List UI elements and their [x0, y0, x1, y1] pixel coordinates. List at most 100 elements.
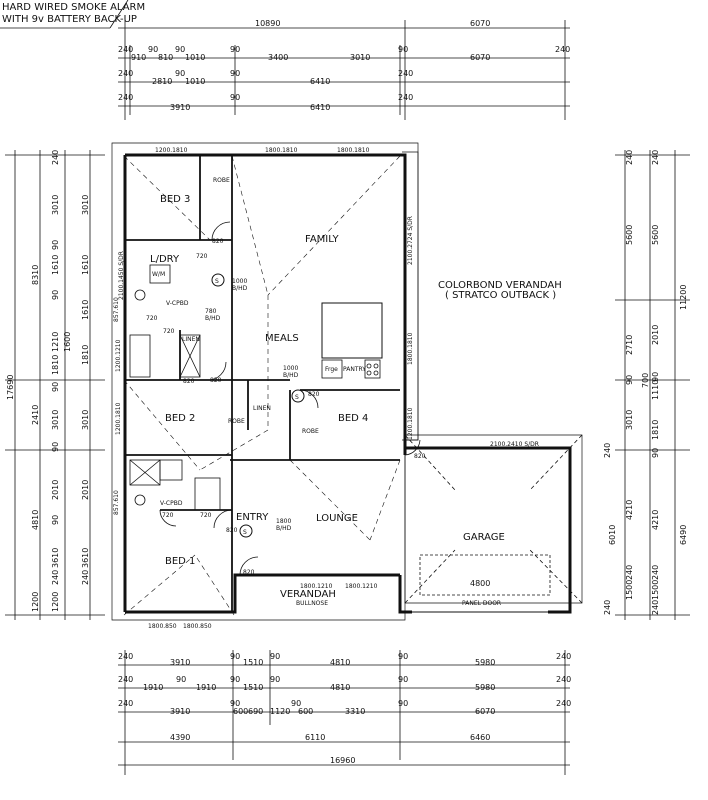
bottom-dim-r1: 90	[398, 652, 408, 661]
opening-1000-bhd: B/HD	[232, 285, 248, 292]
bottom-dim-r3: 3310	[345, 707, 365, 716]
bottom-dim-r3: 240	[118, 699, 133, 708]
left-dim-c3: 240	[51, 570, 60, 585]
left-dim-c4: 1810	[81, 345, 90, 365]
left-dim-c2: 8310	[31, 265, 40, 285]
right-dim-c2: 240	[651, 565, 660, 580]
robe-bed3: ROBE	[213, 177, 230, 184]
top-dim-r2: 90	[175, 69, 185, 78]
top-dim-r2: 240	[118, 69, 133, 78]
room-bed2: BED 2	[165, 413, 195, 424]
verandah-note-line2: ( STRATCO OUTBACK )	[445, 290, 556, 301]
right-dim-c1: 3010	[625, 410, 634, 430]
door-820-bed3: 820	[212, 238, 224, 245]
top-dim-r0-0: 10890	[255, 19, 280, 28]
bottom-dim-r4: 6110	[305, 733, 325, 742]
door-820-bed2: 820	[183, 378, 195, 385]
door-720-ens1: 720	[162, 512, 174, 519]
opening-1800-bhd: B/HD	[276, 525, 292, 532]
room-garage: GARAGE	[463, 532, 505, 543]
opening-780: 780	[205, 308, 217, 315]
bottom-dim-row-4: 4390 6110 6460	[170, 733, 490, 742]
bottom-dim-r3: 1120	[270, 707, 290, 716]
left-dim-c3: 2010	[51, 480, 60, 500]
right-dim-cx: 4210	[625, 500, 634, 520]
bottom-dim-r2: 1910	[143, 683, 163, 692]
verandah-note-line1: COLORBOND VERANDAH	[438, 280, 562, 291]
window-top-3: 1800.1810	[337, 147, 370, 154]
right-dim-c1: 2710	[625, 335, 634, 355]
door-820-garage: 820	[414, 453, 426, 460]
bullnose-label: BULLNOSE	[296, 600, 328, 607]
washing-machine-label: W/M	[152, 271, 165, 278]
top-dim-r2: 2810	[152, 77, 172, 86]
linen-1: LINEN	[182, 336, 200, 343]
bottom-dim-r3: 3910	[170, 707, 190, 716]
window-left-4: 857.610	[113, 490, 120, 515]
left-dim-c3: 1810	[51, 355, 60, 375]
left-dim-c4: 1610	[81, 255, 90, 275]
window-bed1-a: 1800.850	[148, 623, 177, 630]
bottom-dim-r4: 4390	[170, 733, 190, 742]
top-dim-r3: 6410	[310, 103, 330, 112]
right-dim-c2: 1110	[651, 380, 660, 400]
right-dim-col-3: 11200 6490	[679, 285, 688, 545]
bottom-dim-r1: 1510	[243, 658, 263, 667]
room-family: FAMILY	[305, 234, 339, 245]
door-720-ldry: 720	[196, 253, 208, 260]
bottom-dim-r3: 600	[233, 707, 248, 716]
right-dim-c2: 4210	[651, 510, 660, 530]
room-bed3: BED 3	[160, 194, 190, 205]
top-dim-r1: 1010	[185, 53, 205, 62]
top-dim-r2: 240	[398, 69, 413, 78]
left-dim-c4: 3010	[81, 195, 90, 215]
left-dim-c2: 2410	[31, 405, 40, 425]
window-left-1: 857.610	[113, 297, 120, 322]
right-dim-col-2: 240 5600 2010 90 1110 1810 90 4210 240 1…	[651, 150, 660, 615]
top-dim-r1: 240	[118, 45, 133, 54]
top-dim-r1: 810	[158, 53, 173, 62]
door-family: 2100.2724 S/DR	[407, 216, 414, 265]
right-dim-c2: 90	[651, 372, 660, 382]
top-dim-r3: 90	[230, 93, 240, 102]
bottom-dim-r2: 90	[270, 675, 280, 684]
bottom-dim-r1: 90	[230, 652, 240, 661]
right-dim-c3: 6490	[679, 525, 688, 545]
right-dim-c1: 240	[625, 150, 634, 165]
left-dim-c3: 90	[51, 240, 60, 250]
bottom-dim-r1: 90	[270, 652, 280, 661]
room-bed4: BED 4	[338, 413, 368, 424]
window-bed1-b: 1800.850	[183, 623, 212, 630]
top-dim-r1: 90	[230, 45, 240, 54]
right-dim-c1: 90	[625, 375, 634, 385]
left-dim-c3: 1200	[51, 592, 60, 612]
left-dim-c3: 90	[51, 290, 60, 300]
right-dim-c1: 240	[603, 443, 612, 458]
bottom-dim-r3: 240	[556, 699, 571, 708]
bottom-dim-r1: 240	[118, 652, 133, 661]
bottom-dim-total: 16960	[330, 756, 355, 765]
top-dim-r3: 240	[118, 93, 133, 102]
left-dim-c3: 90	[51, 382, 60, 392]
panel-door-label: PANEL DOOR	[462, 600, 501, 607]
bottom-dim-row-1: 240 3910 90 1510 90 4810 90 5980 240	[118, 652, 571, 667]
right-dim-col-1: 240 5600 2710 90 3010 240 6010 240 1500 …	[603, 150, 634, 615]
window-left-3: 1200.1810	[115, 402, 122, 435]
room-laundry: L/DRY	[150, 254, 180, 265]
room-lounge: LOUNGE	[316, 513, 358, 524]
right-dim-c1: 5600	[625, 225, 634, 245]
bottom-dim-r2: 90	[176, 675, 186, 684]
top-dim-r2: 1010	[185, 77, 205, 86]
opening-1000b-bhd: B/HD	[283, 372, 299, 379]
top-dim-r1: 3010	[350, 53, 370, 62]
opening-1800: 1800	[276, 518, 291, 525]
door-720-ens2: 720	[200, 512, 212, 519]
opening-780-bhd: B/HD	[205, 315, 221, 322]
door-720-bath1: 720	[146, 315, 158, 322]
door-720-bath2: 720	[163, 328, 175, 335]
left-dim-c4: 3610	[81, 548, 90, 568]
top-dim-r1: 90	[175, 45, 185, 54]
bottom-dim-r2: 4810	[330, 683, 350, 692]
smoke-alarm-1: S	[215, 278, 219, 285]
